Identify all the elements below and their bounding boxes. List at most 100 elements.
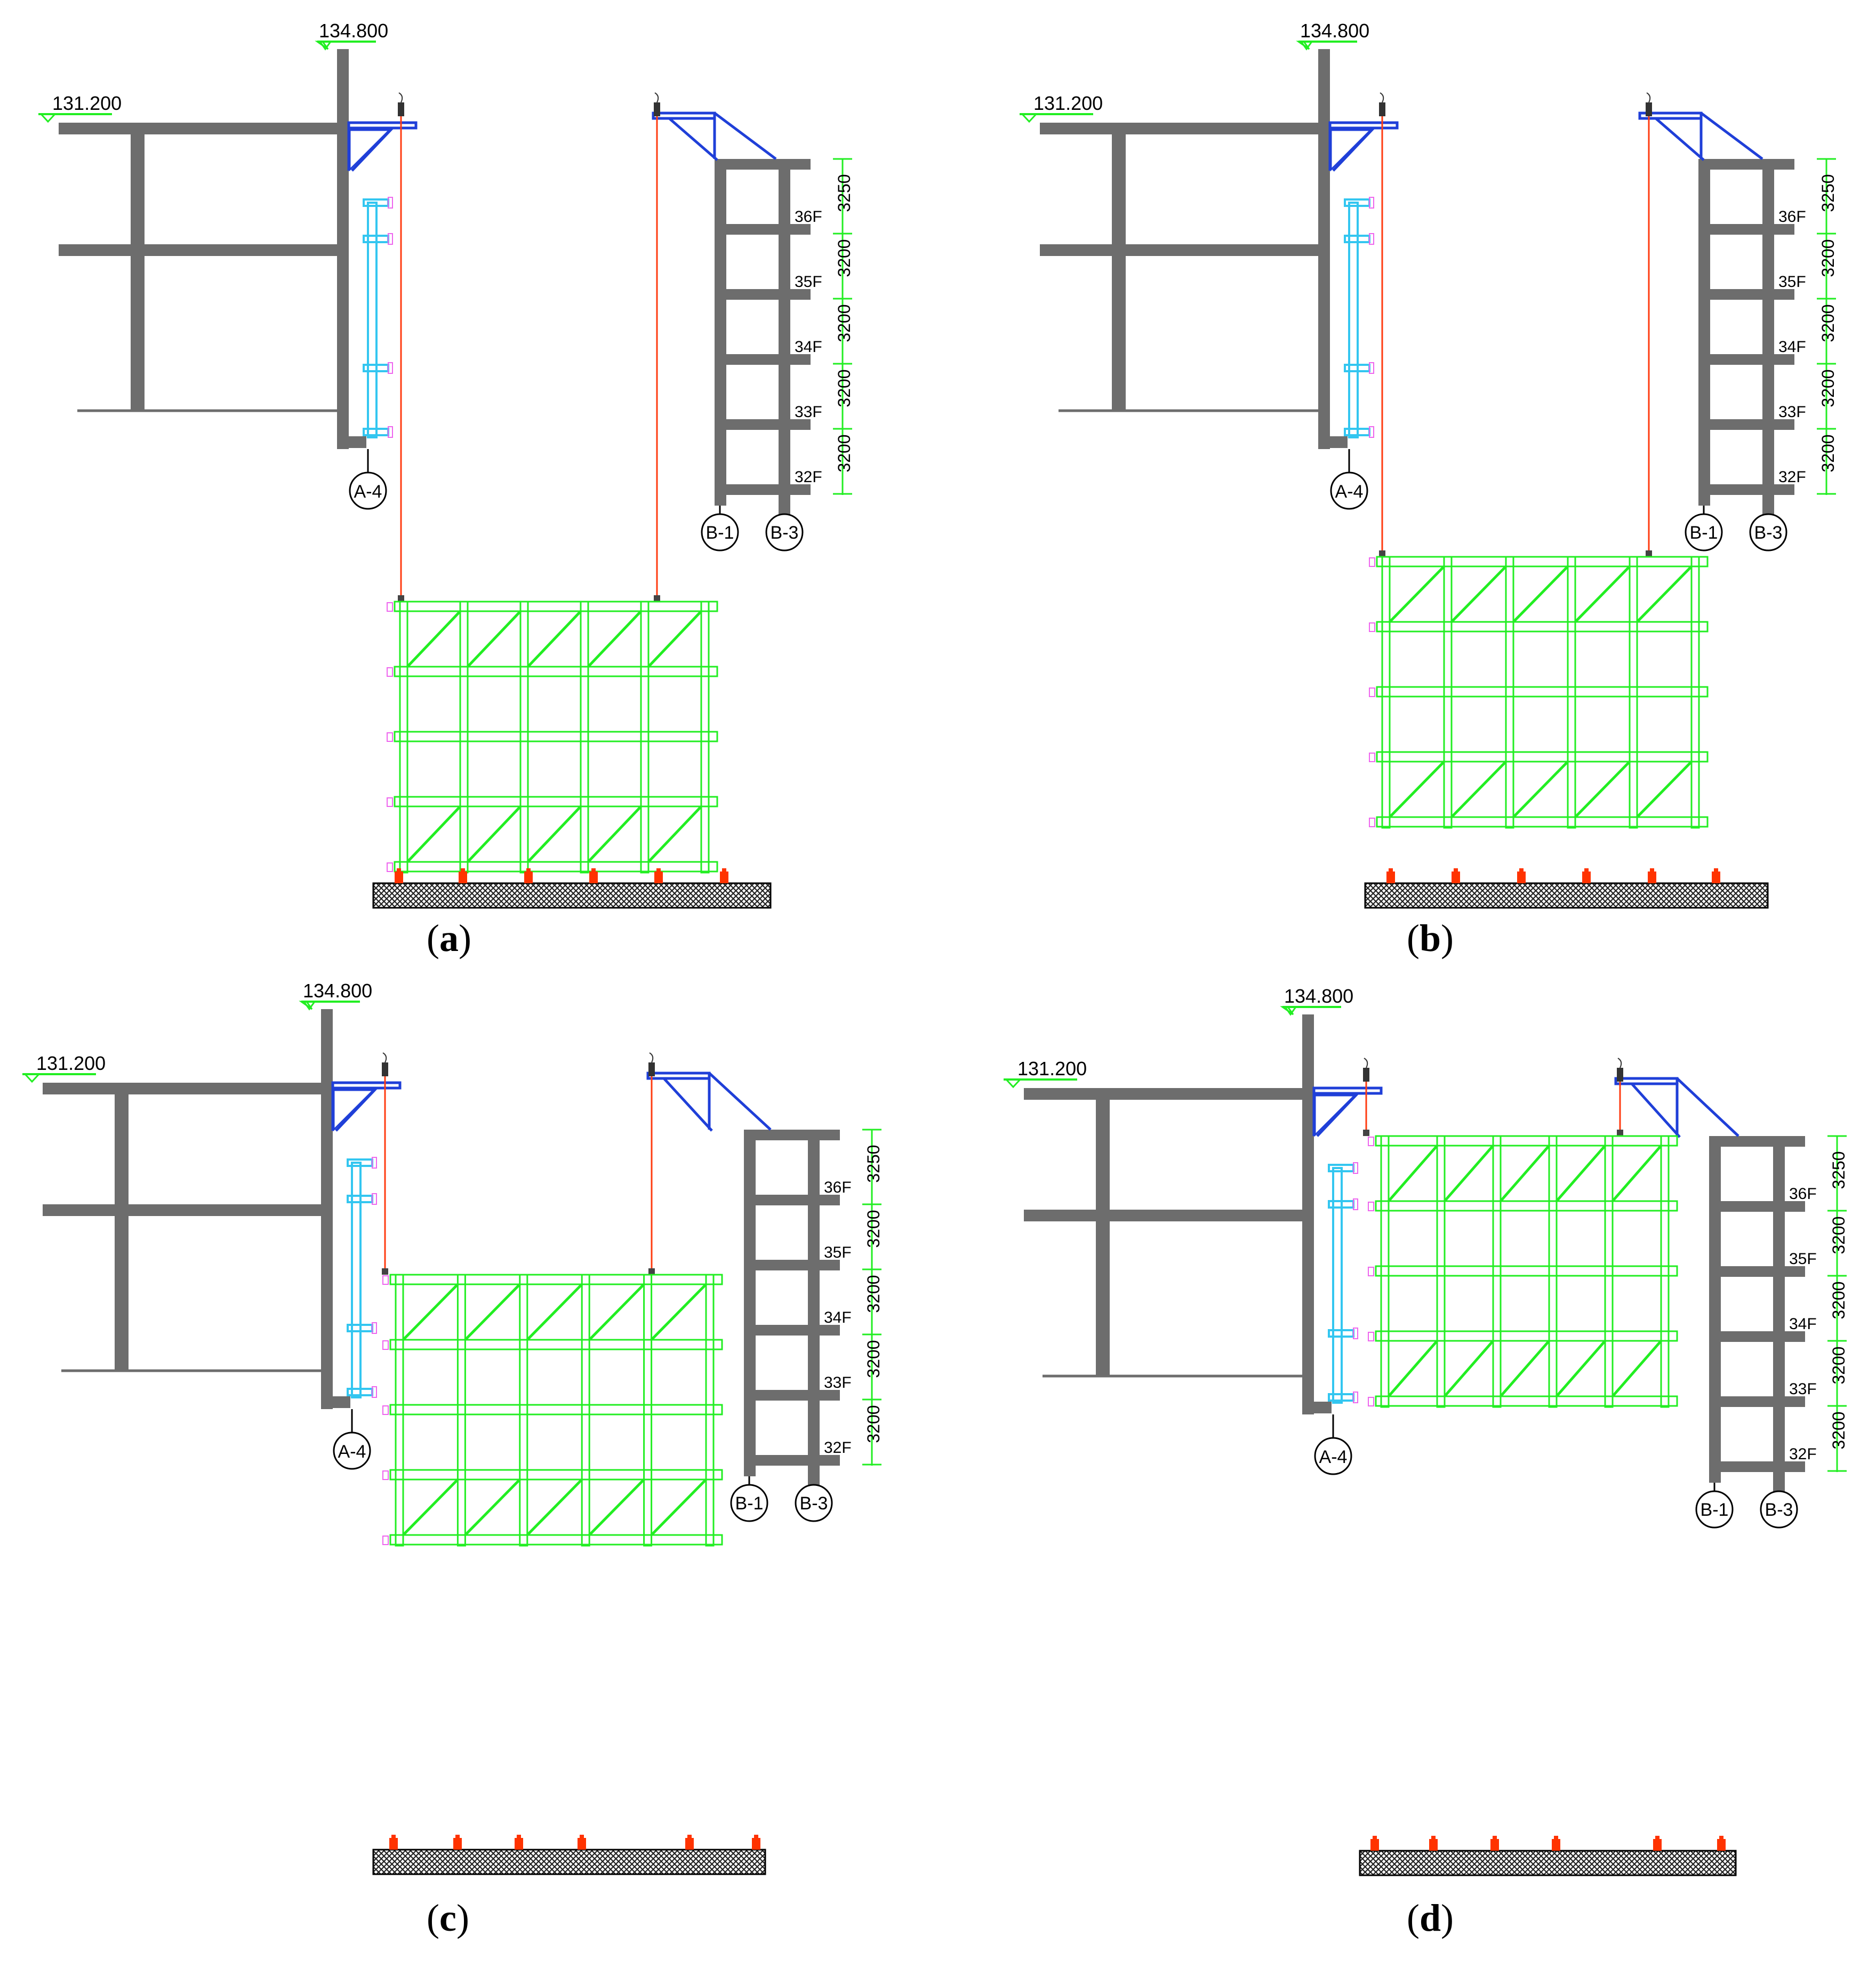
dimension-value: 3250: [835, 174, 854, 212]
axis-left-text: A-4: [354, 482, 382, 502]
right-floor-slab: [1698, 354, 1794, 365]
frame-end-marker: [387, 602, 393, 612]
right-floor-slab: [1709, 1136, 1805, 1147]
frame-end-marker: [382, 1536, 389, 1545]
frame-diagonal: [588, 1283, 645, 1341]
frame-diagonal: [464, 1478, 521, 1536]
hoist-icon: [648, 1062, 655, 1076]
floor-label-35F: 35F: [795, 273, 822, 291]
right-floor-slab: [744, 1455, 840, 1466]
floor-label-36F: 36F: [1789, 1185, 1817, 1203]
floor-label-32F: 32F: [1778, 468, 1806, 486]
floor-label-33F: 33F: [1789, 1380, 1817, 1398]
axis-b1-bubble: [1685, 513, 1723, 551]
hook-icon: [382, 1052, 387, 1063]
frame-column: [1567, 556, 1576, 829]
dimension-value: 3200: [1818, 304, 1838, 342]
support-pad-cap: [1554, 1836, 1558, 1840]
support-pad: [720, 871, 728, 883]
right-wall-b3: [1773, 1136, 1785, 1493]
ground-slab: [1359, 1850, 1737, 1876]
wall-anchor-marker: [388, 426, 393, 438]
frame-diagonal: [527, 805, 582, 863]
frame-diagonal: [464, 1283, 521, 1341]
right-wall-b1: [1709, 1136, 1721, 1483]
frame-diagonal: [1444, 1145, 1494, 1202]
frame-end-marker: [1369, 557, 1375, 567]
rope-anchor-icon: [1363, 1130, 1369, 1136]
dimension-value: 3200: [835, 304, 854, 342]
frame-column: [1604, 1135, 1614, 1408]
dimension-value: 3200: [1818, 239, 1838, 277]
frame-diagonal: [650, 1283, 707, 1341]
frame-column: [459, 601, 469, 874]
dimension-value: 3250: [1829, 1151, 1848, 1189]
hoist-icon: [1363, 1068, 1369, 1082]
core-wall: [321, 1009, 333, 1409]
hook-icon: [1380, 92, 1384, 103]
frame-chord: [1376, 556, 1709, 567]
support-pad: [453, 1838, 462, 1850]
wall-anchor-marker: [388, 362, 393, 374]
axis-b3-text: B-3: [800, 1493, 828, 1514]
rope-anchor-icon: [1617, 1130, 1623, 1136]
rope-anchor-icon: [1379, 550, 1385, 557]
frame-chord: [1376, 686, 1709, 698]
frame-end-marker: [1368, 1202, 1374, 1211]
frame-diagonal: [1574, 761, 1631, 818]
hoist-icon: [382, 1062, 388, 1076]
frame-column: [1505, 556, 1514, 829]
dimension-value: 3200: [1818, 434, 1838, 472]
floor-label-32F: 32F: [824, 1439, 852, 1457]
right-wall-b1: [1698, 159, 1710, 506]
support-pad-cap: [754, 1835, 758, 1839]
axis-b3-text: B-3: [771, 523, 799, 543]
frame-chord: [394, 666, 718, 677]
axis-left-text: A-4: [338, 1442, 366, 1462]
support-pad-cap: [1650, 868, 1654, 873]
right-floor-slab: [1709, 1461, 1805, 1472]
ground-slab: [372, 882, 772, 909]
left-bracket-brace: [1330, 129, 1373, 172]
wall-anchor-marker: [1369, 233, 1374, 245]
elevation-top-text: 134.800: [319, 20, 388, 42]
frame-column: [399, 601, 408, 874]
axis-left-bubble: [333, 1432, 371, 1470]
floor-label-36F: 36F: [824, 1179, 852, 1196]
floor-slab-top: [1040, 123, 1328, 134]
axis-left-bubble: [1314, 1437, 1352, 1475]
floor-label-34F: 34F: [795, 338, 822, 356]
floor-label-34F: 34F: [824, 1309, 852, 1326]
frame-column: [700, 601, 710, 874]
frame-end-marker: [387, 732, 393, 742]
frame-end-marker: [1369, 818, 1375, 827]
frame-diagonal: [587, 610, 642, 668]
support-pad: [1429, 1839, 1438, 1851]
core-wall: [1302, 1014, 1314, 1414]
frame-end-marker: [1368, 1267, 1374, 1276]
wall-column-body: [351, 1162, 362, 1398]
frame-chord: [1375, 1265, 1678, 1277]
support-pad-cap: [591, 868, 596, 873]
frame-diagonal: [526, 1283, 583, 1341]
right-floor-slab: [715, 484, 811, 495]
frame-diagonal: [1450, 761, 1507, 818]
hoist-icon: [1646, 102, 1652, 116]
panel-label-d: (d): [1407, 1897, 1454, 1939]
hoist-icon: [1379, 102, 1385, 116]
wall-column-body: [1348, 202, 1359, 438]
frame-end-marker: [382, 1275, 389, 1285]
support-pad-cap: [1719, 1836, 1723, 1840]
panel-d: 134.800131.200A-436F35F34F33F32F32503200…: [1004, 985, 1848, 1876]
frame-diagonal: [1574, 565, 1631, 623]
dimension-value: 3200: [835, 369, 854, 407]
support-pad-cap: [526, 868, 531, 873]
support-pad: [752, 1838, 760, 1850]
elevation-top-text: 134.800: [1284, 985, 1353, 1007]
support-pad: [1452, 871, 1460, 883]
frame-chord: [394, 861, 718, 873]
floor-slab-mid: [43, 1204, 331, 1216]
floor-slab-top: [1024, 1088, 1312, 1100]
support-pad: [1552, 1839, 1560, 1851]
core-wall: [1318, 49, 1330, 449]
